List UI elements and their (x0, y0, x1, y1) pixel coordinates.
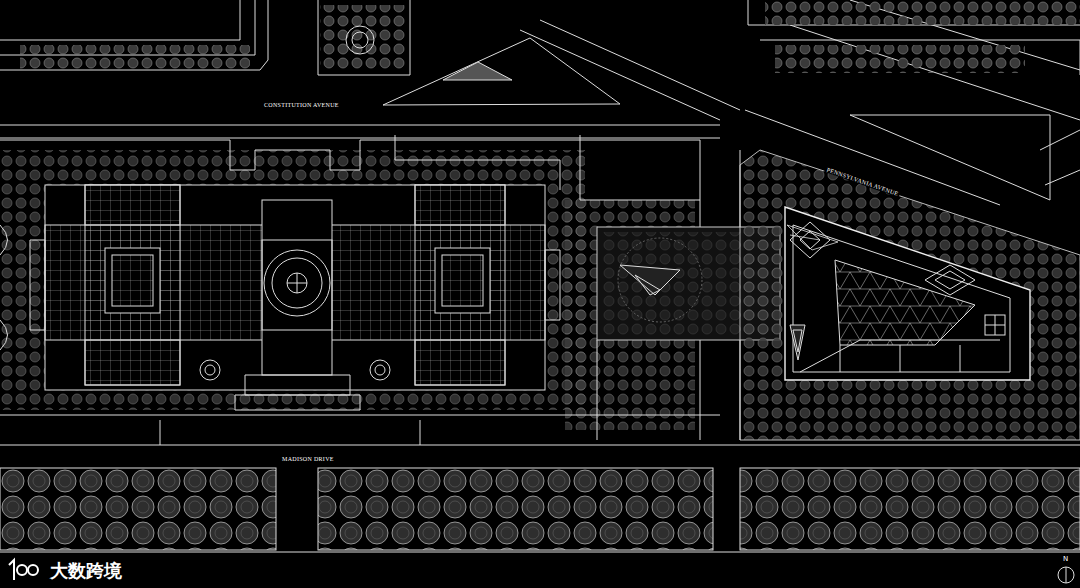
north-label: N (1063, 555, 1068, 563)
watermark: 大数跨境 (50, 559, 122, 583)
street-name: CONSTITUTION AVENUE (262, 102, 341, 108)
street-name: MADISON DRIVE (280, 456, 336, 462)
